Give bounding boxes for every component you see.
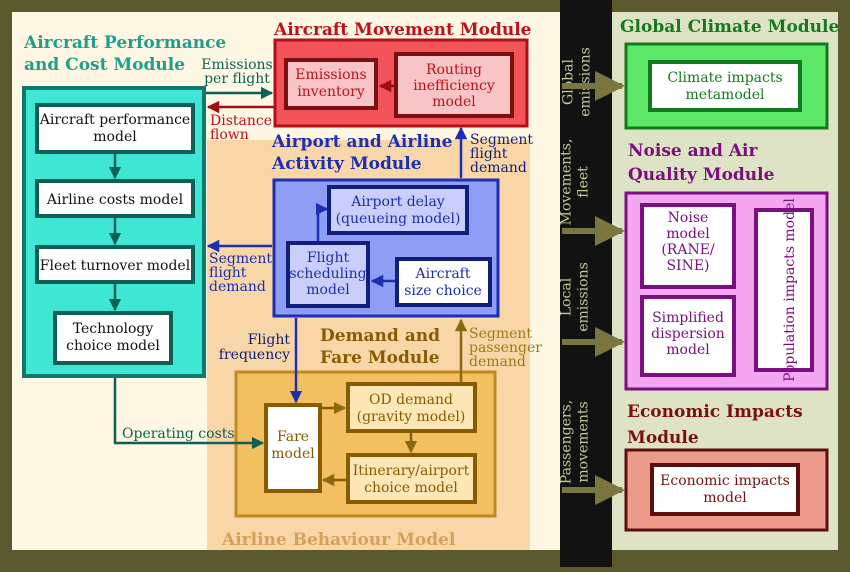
arrow-operating-costs [113, 378, 265, 450]
od-demand-box [346, 382, 477, 433]
flight-scheduling-model-box [286, 241, 370, 308]
routing-inefficiency-model-box [394, 52, 514, 118]
operating-costs-label: Operating costs [122, 426, 235, 442]
aircraft-movement-module-title: Aircraft Movement Module [273, 20, 532, 40]
airport-delay-model: Airport delay(queueing model) [336, 194, 461, 227]
fleet-turnover-model: Fleet turnover model [40, 258, 191, 274]
global-emissions-label: Globalemissions [561, 47, 594, 117]
aircraft-size-choice-box [395, 257, 492, 307]
technology-choice-model-box [53, 311, 173, 365]
airline-behaviour-model-title: Airline Behaviour Model [221, 530, 456, 550]
local-emissions-label: Localemissions [559, 262, 592, 332]
itinerary-airport-choice-box [346, 453, 477, 504]
od-demand-model: OD demand(gravity model) [357, 392, 466, 425]
simplified-dispersion-model-box [640, 295, 736, 377]
population-impacts-model-box [754, 208, 814, 372]
noise-model-box [640, 203, 736, 289]
movements-fleet-label: Movements,fleet [559, 139, 592, 226]
arrow-scheduling-to-delay [315, 202, 329, 241]
passengers-movements-label: Passengers,movements [559, 400, 592, 484]
fare-model-box [264, 403, 322, 493]
economic-impacts-model-box [650, 463, 800, 516]
fleet-turnover-model-box [35, 245, 195, 284]
aircraft-performance-model-box [35, 103, 195, 154]
global-climate-module-title: Global Climate Module [620, 17, 839, 37]
airline-costs-model-box [35, 179, 195, 218]
airline-costs-model: Airline costs model [46, 192, 184, 208]
emissions-inventory-box [284, 58, 378, 110]
airport-delay-box [327, 185, 469, 235]
climate-impacts-metamodel-box [648, 60, 802, 112]
population-impacts-model: Population impacts model [782, 198, 798, 382]
